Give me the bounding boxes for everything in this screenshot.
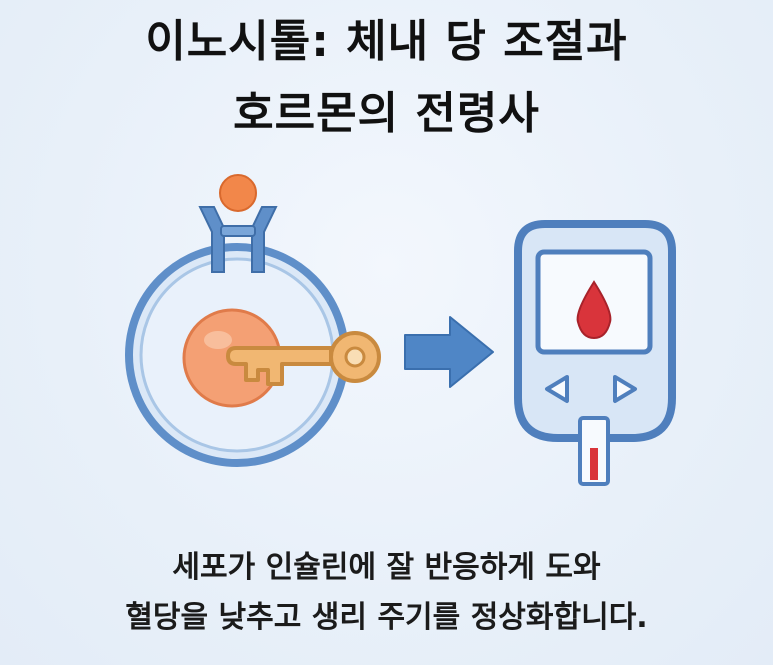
key-icon [226,331,381,386]
page-title-line1: 이노시톨: 체내 당 조절과 [145,16,628,67]
page-title-line2: 호르몬의 전령사 [233,88,540,139]
caption-line1: 세포가 인슐린에 잘 반응하게 도와 [172,550,601,585]
blood-drop-icon [576,280,612,340]
arrow-right-icon [404,316,494,388]
insulin-receptor-icon [198,174,278,273]
right-button-icon [613,375,637,403]
left-button-icon [545,375,569,403]
test-strip-icon [578,416,610,486]
caption-line2: 혈당을 낮추고 생리 주기를 정상화합니다. [125,600,648,635]
glucose-meter-icon [514,220,676,486]
